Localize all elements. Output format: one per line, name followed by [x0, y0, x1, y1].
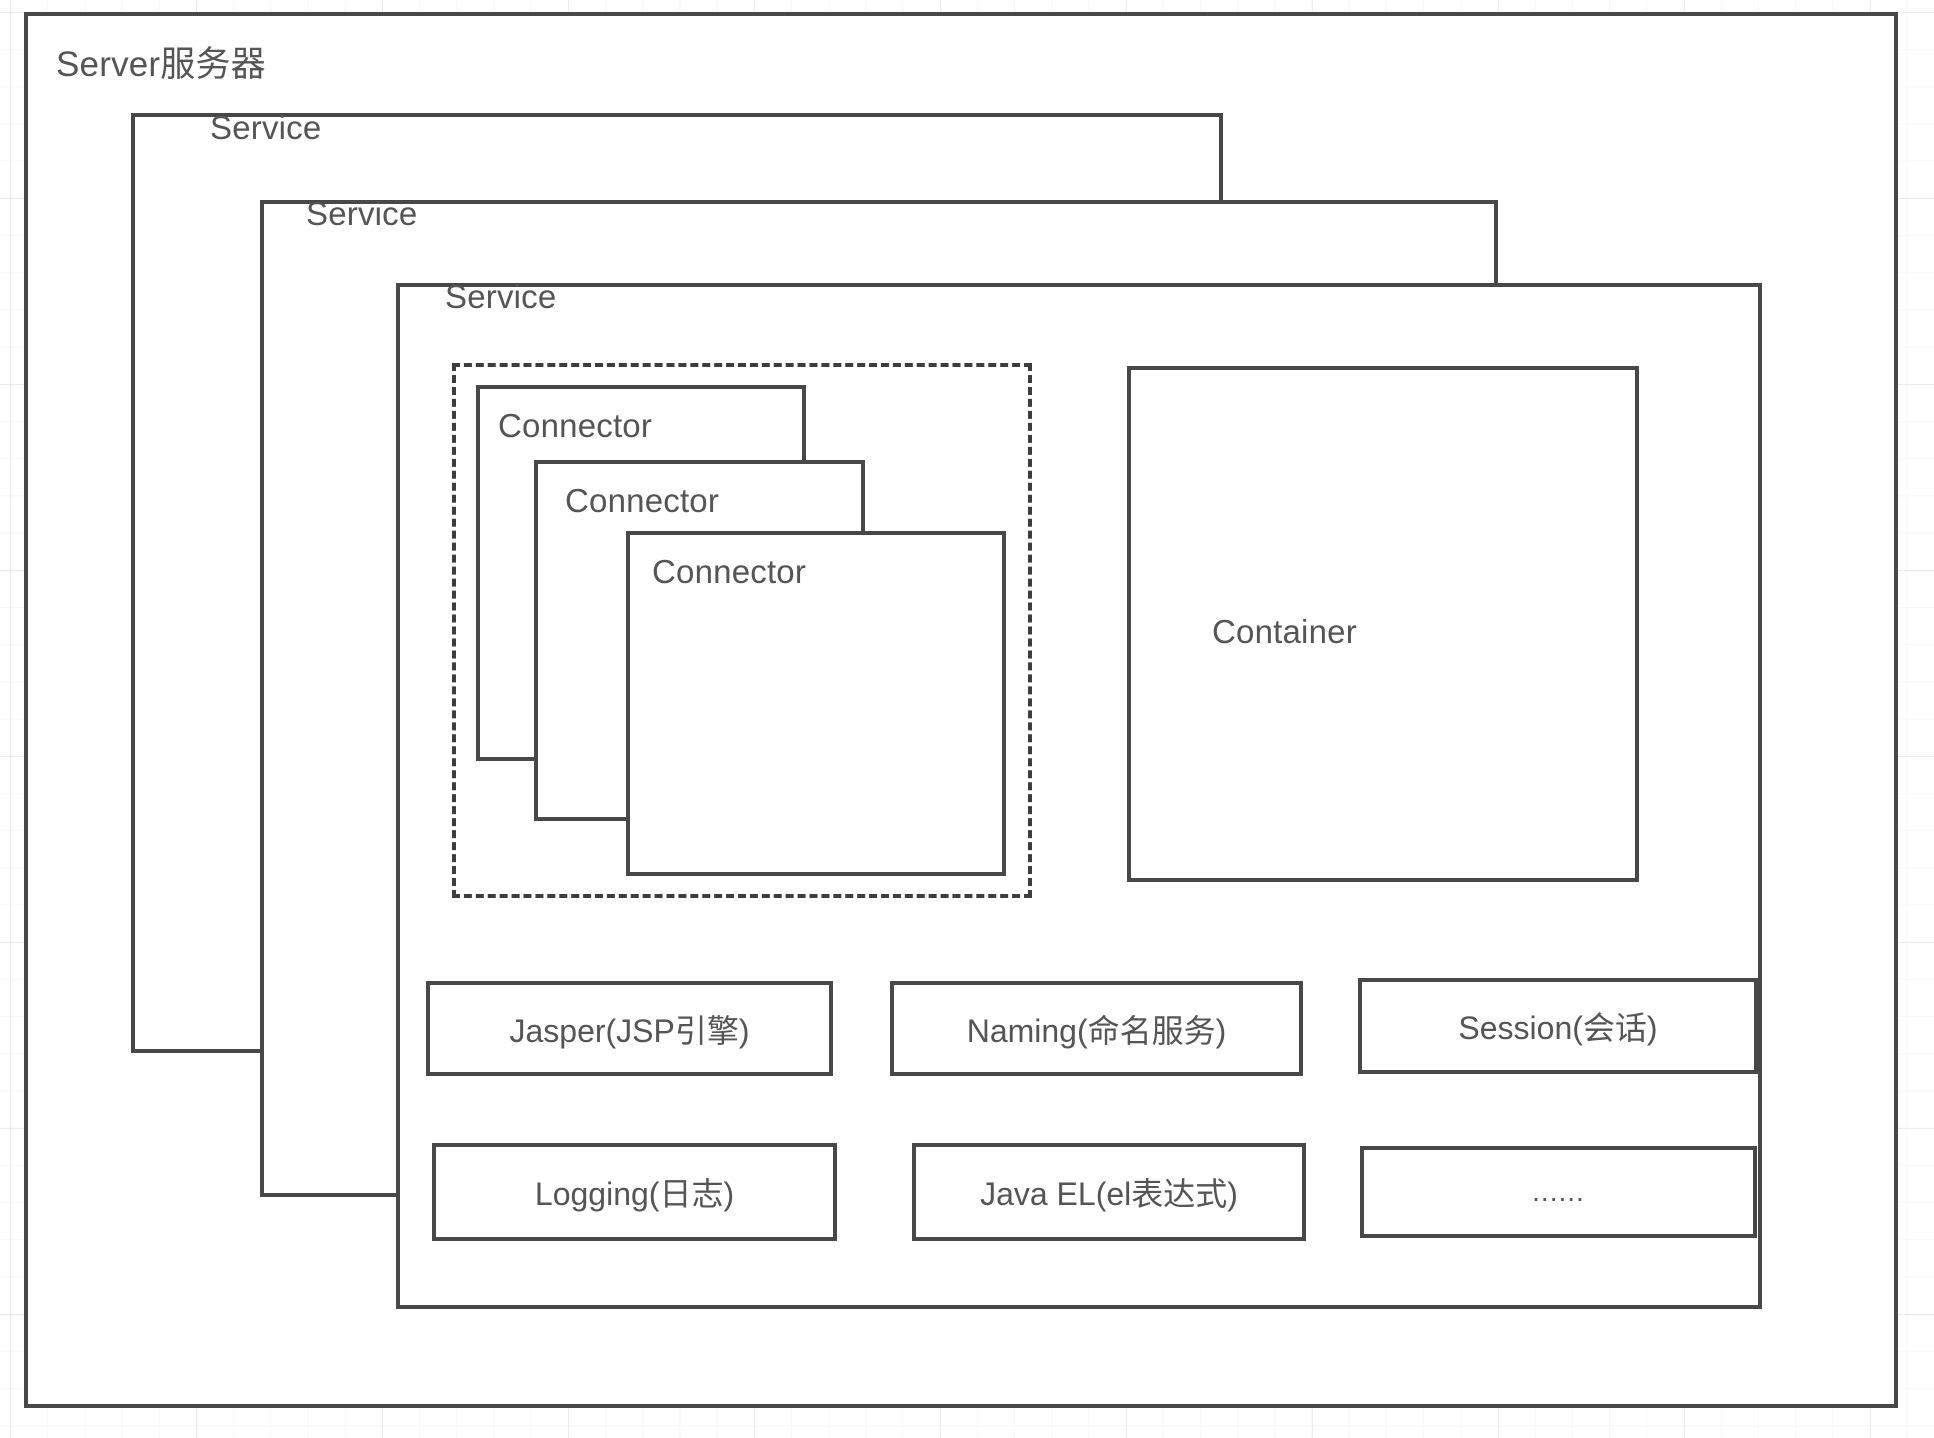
component-label-session: Session(会话) [1458, 1010, 1658, 1046]
component-box-java-el[interactable]: Java EL(el表达式) [912, 1143, 1306, 1241]
service-label-1: Service [210, 109, 322, 146]
connector-box-3[interactable] [626, 531, 1006, 876]
component-box-session[interactable]: Session(会话) [1358, 978, 1758, 1074]
component-label-more: ...... [1532, 1176, 1585, 1207]
component-label-java-el: Java EL(el表达式) [980, 1176, 1238, 1212]
connector-group-box[interactable] [452, 363, 1032, 898]
component-label-naming: Naming(命名服务) [966, 1012, 1227, 1049]
component-label-jasper: Jasper(JSP引擎) [509, 1012, 750, 1049]
service-label-2: Service [306, 195, 418, 232]
component-box-more[interactable]: ...... [1360, 1146, 1757, 1238]
container-box[interactable] [1127, 366, 1639, 882]
connector-label-3: Connector [652, 553, 807, 590]
component-box-naming[interactable]: Naming(命名服务) [890, 981, 1303, 1076]
server-label: Server服务器 [56, 45, 266, 84]
component-box-jasper[interactable]: Jasper(JSP引擎) [426, 981, 833, 1076]
service-label-3: Service [445, 278, 557, 315]
connector-label-1: Connector [498, 407, 653, 444]
component-box-logging[interactable]: Logging(日志) [432, 1143, 837, 1241]
container-label: Container [1212, 613, 1357, 650]
connector-label-2: Connector [565, 482, 720, 519]
component-label-logging: Logging(日志) [534, 1176, 735, 1212]
